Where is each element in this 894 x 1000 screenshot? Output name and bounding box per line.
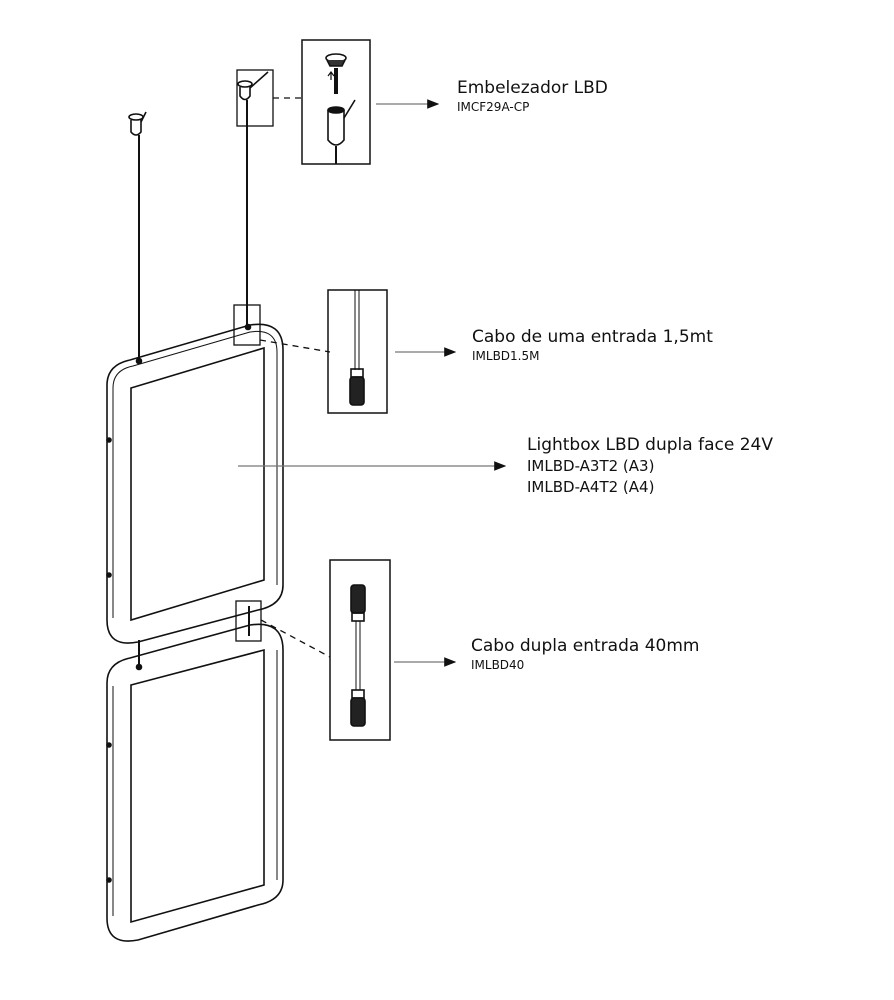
callout-cable-double: Cabo dupla entrada 40mm IMLBD40 (471, 636, 699, 673)
lightbox-panel-top (106, 323, 284, 644)
display-area (130, 346, 265, 622)
detail-box-cable-double (329, 559, 391, 741)
detail-box-cable-single (327, 289, 388, 414)
callout-title: Cabo dupla entrada 40mm (471, 636, 700, 656)
lightbox-panel-bottom (106, 623, 284, 942)
display-area (130, 648, 265, 924)
detail-marker-cable-single (233, 304, 261, 346)
product-code: IMLBD-A4T2 (A4) (527, 478, 655, 496)
callout-title: Cabo de uma entrada 1,5mt (472, 327, 713, 347)
callout-cable-single: Cabo de uma entrada 1,5mt IMLBD1.5M (472, 327, 713, 364)
callout-title: Lightbox LBD dupla face 24V (527, 435, 773, 455)
product-code: IMLBD1.5M (472, 349, 540, 363)
ceiling-fitting-right (237, 71, 269, 101)
detail-box-embelezador (301, 39, 371, 165)
callout-title: Embelezador LBD (457, 78, 608, 98)
callout-embelezador: Embelezador LBD IMCF29A-CP (457, 78, 608, 115)
detail-marker-cable-double (235, 600, 262, 642)
product-code: IMLBD40 (471, 658, 525, 672)
callout-lightbox: Lightbox LBD dupla face 24V IMLBD-A3T2 (… (527, 435, 773, 498)
product-code: IMCF29A-CP (457, 100, 530, 114)
product-code: IMLBD-A3T2 (A3) (527, 457, 655, 475)
ceiling-fitting-left (128, 111, 147, 136)
